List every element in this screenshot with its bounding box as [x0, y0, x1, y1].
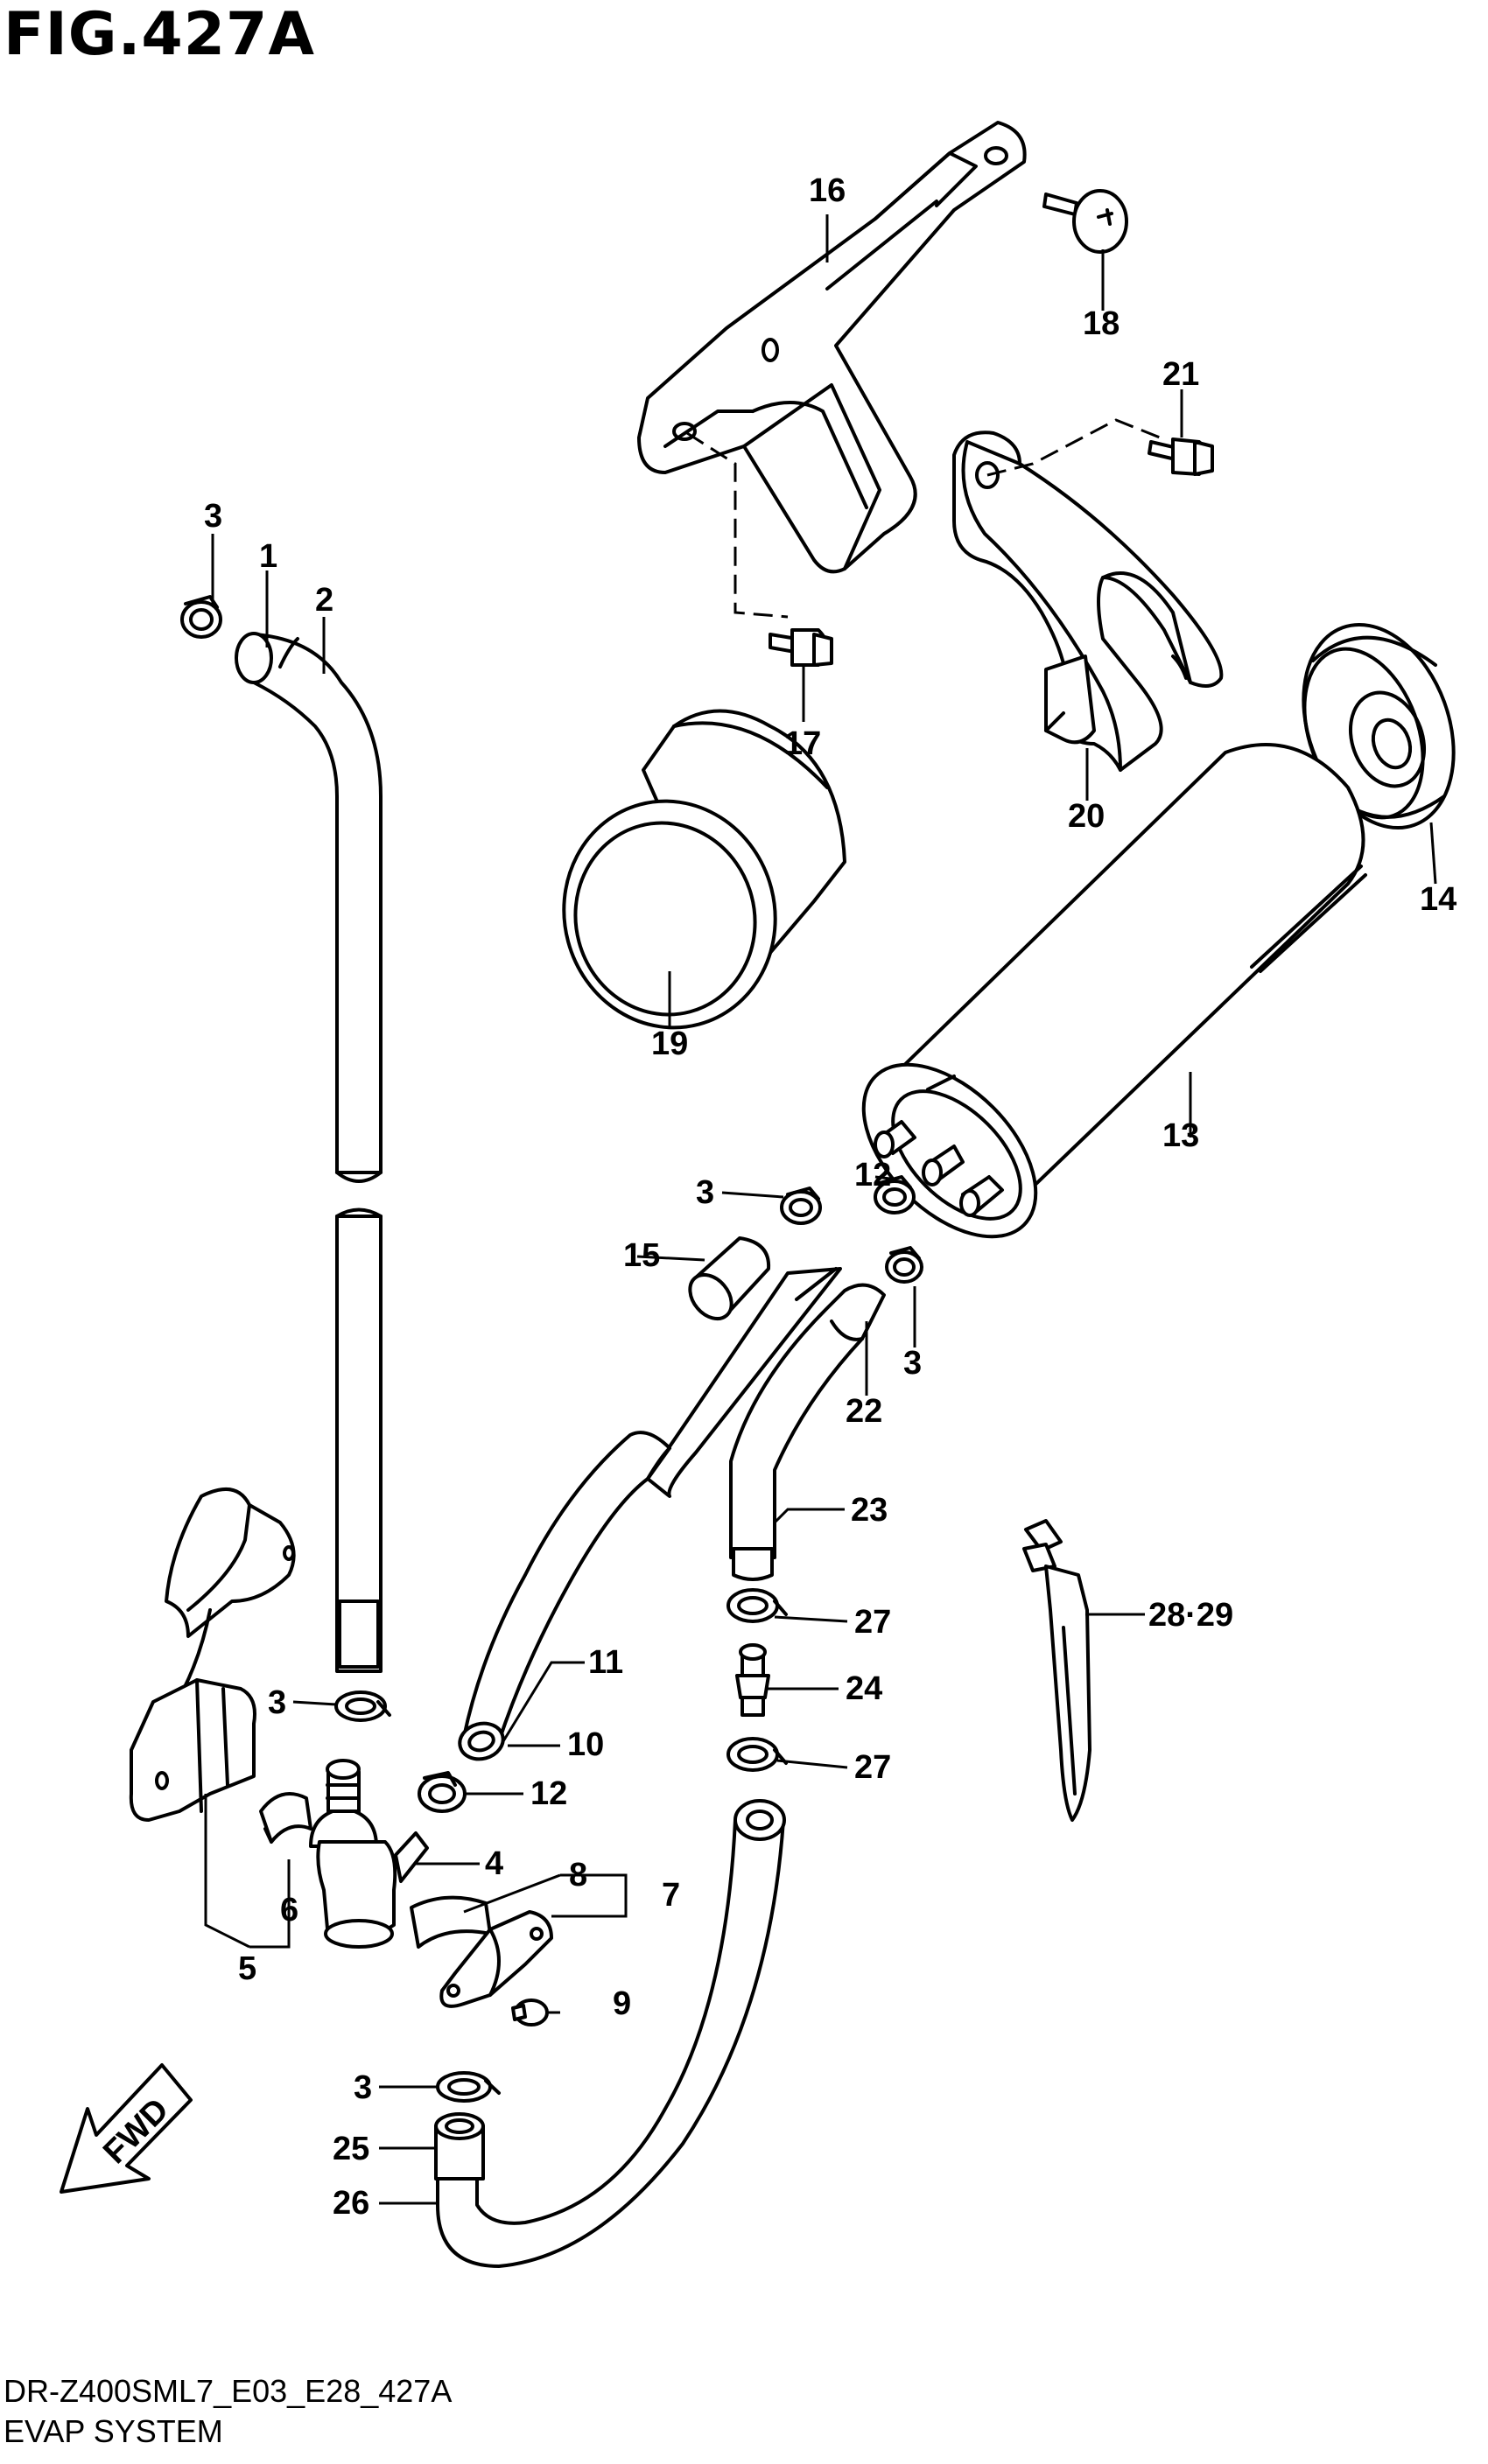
bolt-18: [1042, 189, 1128, 254]
alignment-line-17: [686, 431, 789, 619]
callout-16: 16: [809, 172, 846, 209]
valve-4: [309, 1759, 429, 1949]
callout-12b: 12: [530, 1775, 567, 1812]
callout-3b: 3: [696, 1174, 714, 1211]
callout-13: 13: [1162, 1117, 1199, 1154]
hose-23: [729, 1283, 886, 1581]
bracket-5: [129, 1488, 296, 1822]
callout-15: 15: [623, 1237, 660, 1274]
hose-26: [436, 1799, 786, 2268]
callout-21: 21: [1162, 356, 1199, 393]
callout-3: 3: [204, 498, 222, 535]
callout-28-29: 28·29: [1148, 1597, 1233, 1634]
callout-3c: 3: [903, 1345, 922, 1382]
clamp-3-canister-a: [780, 1186, 822, 1225]
callout-12: 12: [854, 1157, 891, 1194]
footer-system-name: EVAP SYSTEM: [4, 2413, 223, 2449]
clamp-3-top: [180, 595, 222, 639]
callout-5: 5: [238, 1950, 256, 1987]
bracket-16: [637, 121, 1027, 574]
bolt-21: [1148, 438, 1214, 476]
callout-22: 22: [846, 1393, 882, 1430]
clamp-27-top: [726, 1588, 788, 1623]
callout-9: 9: [613, 1985, 631, 2022]
clamp-7: [439, 1910, 553, 2008]
callout-19: 19: [651, 1026, 688, 1062]
fwd-arrow[interactable]: FWD: [60, 2063, 193, 2194]
clamp-12-lower: [418, 1771, 467, 1813]
callout-2: 2: [315, 582, 333, 619]
figure-title: FIG.427A: [4, 0, 315, 69]
alignment-line-21: [986, 418, 1161, 477]
hose-11: [458, 1267, 842, 1761]
callout-25: 25: [333, 2131, 369, 2167]
callout-20: 20: [1068, 798, 1105, 835]
clamp-12-canister: [874, 1175, 916, 1214]
callout-6: 6: [280, 1892, 298, 1928]
callout-23: 23: [851, 1492, 888, 1529]
footer-model-code: DR-Z400SML7_E03_E28_427A: [4, 2373, 453, 2409]
callout-24: 24: [846, 1670, 882, 1707]
callout-4: 4: [485, 1845, 503, 1882]
callout-11: 11: [588, 1644, 623, 1681]
bolt-9: [511, 1998, 549, 2026]
hose-2: [235, 632, 383, 1673]
callout-10: 10: [567, 1726, 604, 1763]
clamp-bracket-20: [952, 430, 1224, 772]
sleeve-19: [562, 709, 846, 1030]
bolt-17: [769, 628, 833, 667]
clamp-27-bottom: [726, 1737, 788, 1772]
callout-3e: 3: [354, 2069, 372, 2106]
callout-27: 27: [854, 1604, 891, 1641]
callout-26: 26: [333, 2185, 369, 2222]
callout-8: 8: [569, 1857, 587, 1894]
leader-lines: [204, 214, 1437, 2205]
callout-27b: 27: [854, 1749, 891, 1786]
callout-18: 18: [1083, 305, 1120, 342]
callout-3d: 3: [268, 1684, 286, 1721]
clamp-3-canister-b: [885, 1246, 923, 1284]
callout-1: 1: [259, 538, 277, 575]
callout-17: 17: [784, 725, 821, 762]
clamp-3-bottom: [436, 2071, 501, 2103]
fitting-24: [735, 1643, 770, 1717]
grommet-6: [259, 1792, 312, 1844]
callout-7: 7: [662, 1877, 680, 1914]
callout-14: 14: [1420, 881, 1456, 918]
cushion-8: [410, 1895, 492, 1949]
callout-labels: 1 2 3 16 18 21 17 20 14 19 13 3 12 15 3 …: [204, 172, 1456, 2222]
end-cap-14: [1302, 622, 1456, 830]
cap-15: [688, 1236, 771, 1321]
cable-tie-28-29: [1022, 1519, 1091, 1822]
clamp-3-lower-left: [334, 1690, 391, 1722]
hose-25: [434, 2112, 485, 2180]
